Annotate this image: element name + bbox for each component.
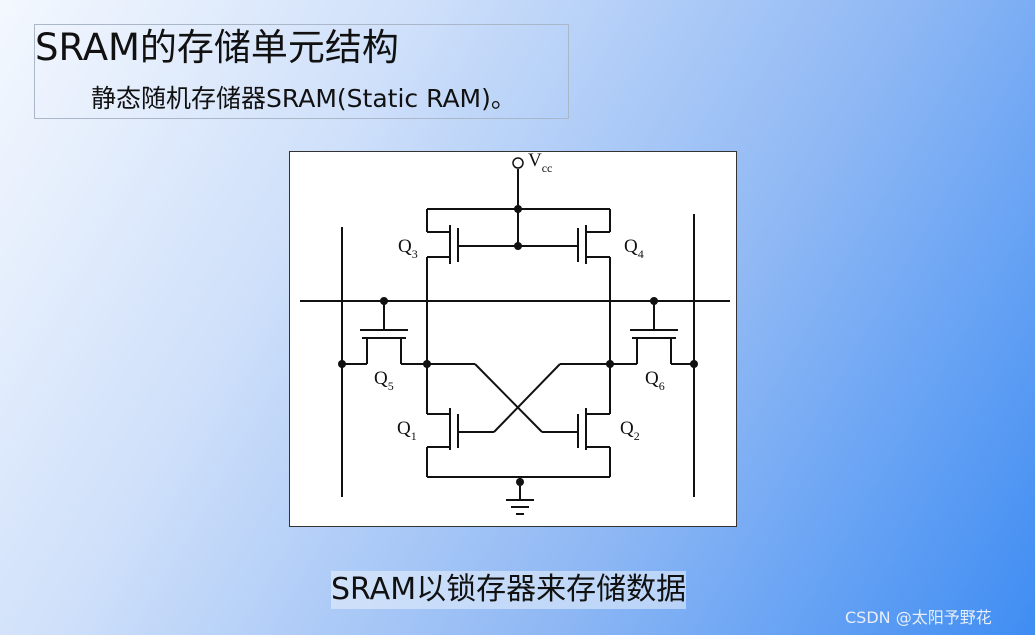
q5-label: Q5 bbox=[374, 368, 394, 393]
q4-label: Q4 bbox=[624, 236, 644, 261]
vcc-label: Vcc bbox=[528, 152, 552, 175]
watermark: CSDN @太阳予野花 bbox=[845, 608, 992, 627]
title-box: SRAM的存储单元结构 静态随机存储器SRAM(Static RAM)。 bbox=[34, 24, 569, 119]
sram-cell-diagram: Vcc Q3 Q4 Q5 Q6 Q1 Q2 bbox=[289, 151, 737, 527]
sram-circuit: Vcc Q3 Q4 Q5 Q6 Q1 Q2 bbox=[300, 152, 730, 515]
slide-subtitle: 静态随机存储器SRAM(Static RAM)。 bbox=[91, 84, 516, 113]
q3-label: Q3 bbox=[398, 236, 418, 261]
slide-caption: SRAM以锁存器来存储数据 bbox=[331, 571, 687, 609]
q1-label: Q1 bbox=[397, 418, 417, 443]
slide-title: SRAM的存储单元结构 bbox=[35, 26, 399, 69]
vcc-terminal bbox=[512, 157, 524, 169]
q6-label: Q6 bbox=[645, 368, 665, 393]
q2-label: Q2 bbox=[620, 418, 640, 443]
